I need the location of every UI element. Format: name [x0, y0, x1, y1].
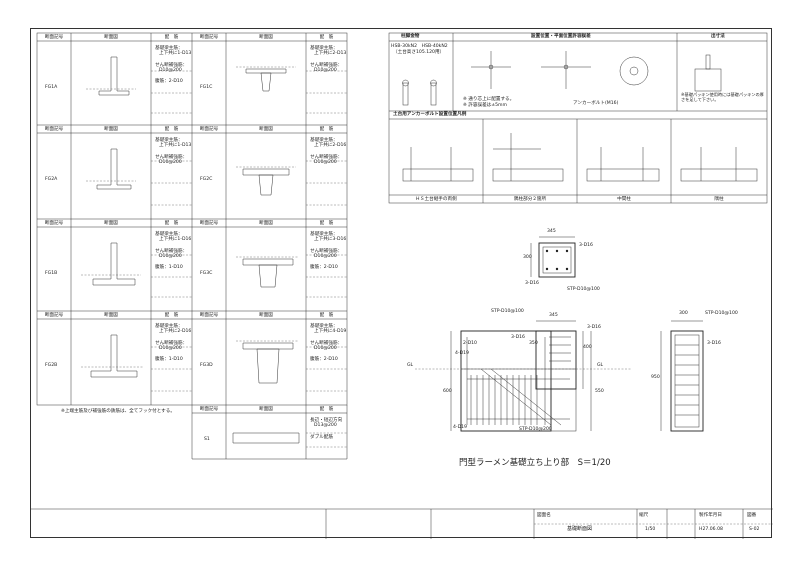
title-block-grid — [31, 508, 773, 539]
label-stp-d200: STP-D10@200 — [519, 427, 552, 432]
tolerance-note-1: ※ 通り芯上に配置する。 — [463, 97, 515, 102]
scale-value: 1/50 — [645, 527, 656, 532]
header-section-view-3: 断面図 — [104, 127, 118, 132]
rebar-fg1c: 基礎梁主筋： 上下共に2-D13 せん断補強筋： D10@200 — [310, 46, 347, 73]
hardware-spec: HSB-30kN2 HSB-40kN2 — [391, 44, 448, 49]
header-rebar-2: 配 筋 — [319, 35, 334, 40]
header-rebar-8: 配 筋 — [319, 313, 334, 318]
header-section-no-4: 断面記号 — [199, 127, 219, 132]
header-rebar-6: 配 筋 — [319, 221, 334, 226]
header-section-view: 断面図 — [104, 35, 118, 40]
label-d350: 350 — [529, 341, 538, 346]
tolerance-note-2: ※ 許容誤差は±5mm — [463, 103, 508, 108]
header-section-no-8: 断面記号 — [199, 313, 219, 318]
drawing-sheet: 断面記号 断面図 配 筋 断面記号 断面図 配 筋 断面記号 断面図 配 筋 断… — [30, 28, 773, 539]
sheet-label: 図番 — [747, 513, 757, 518]
col-tolerance: 設置位置・平面位置許容誤差 — [531, 34, 591, 39]
section-id-fg3d: FG3D — [200, 363, 213, 368]
section-id-fg2a: FG2A — [45, 177, 58, 182]
rebar-fg1a: 基礎梁主筋： 上下共に1-D13 せん断補強筋： D10@200 腹筋：2-D1… — [155, 46, 192, 85]
header-section-view-6: 断面図 — [259, 221, 273, 226]
header-section-no-3: 断面記号 — [44, 127, 64, 132]
label-gl-left: GL — [407, 363, 414, 368]
date-value: H27.06.08 — [699, 527, 723, 532]
label-d550: 550 — [595, 389, 604, 394]
label-bar-right-2: 3-D16 — [707, 341, 721, 346]
frame-foundation-drawing — [415, 236, 704, 432]
header-section-no-5: 断面記号 — [44, 221, 64, 226]
header-section-view-s1: 断面図 — [259, 407, 273, 412]
rebar-fg2a: 基礎梁主筋： 上下共に1-D13 せん断補強筋： D10@200 — [155, 138, 192, 165]
header-rebar-4: 配 筋 — [319, 127, 334, 132]
label-4-d19-bot: 4-D19 — [453, 425, 467, 430]
label-2-d10: 2-D10 — [463, 341, 477, 346]
header-rebar-5: 配 筋 — [164, 221, 179, 226]
label-d400: 400 — [583, 345, 592, 350]
col-dimension: 出寸法 — [711, 34, 725, 39]
rebar-fg3d: 基礎梁主筋： 上下共に4-D19 せん断補強筋： D10@200 腹筋：2-D1… — [310, 324, 347, 363]
header-section-no-s1: 断面記号 — [199, 407, 219, 412]
label-4-d19-top: 4-D19 — [455, 351, 469, 356]
sheet-value: S-02 — [749, 527, 760, 532]
case-label-3: 中間柱 — [617, 197, 631, 202]
anchor-section-title: 土台用アンカーボルト設置位置凡例 — [393, 112, 467, 117]
rebar-fg2c: 基礎梁主筋： 上下共に2-D16 せん断補強筋： D10@200 — [310, 138, 347, 165]
section-id-s1: S1 — [204, 437, 210, 442]
label-d950: 950 — [651, 375, 660, 380]
label-bar-right: 3-D16 — [587, 325, 601, 330]
label-w300: 300 — [679, 311, 688, 316]
drawing-name-label: 図面名 — [537, 513, 551, 518]
label-bot-bar: 3-D16 — [525, 281, 539, 286]
right-panel-grid — [388, 32, 768, 204]
anchor-label: アンカーボルト(M16) — [573, 101, 619, 106]
col-hardware: 柱脚金物 — [401, 34, 420, 39]
section-id-fg1b: FG1B — [45, 271, 58, 276]
drawing-title: 門型ラーメン基礎立ち上り部 S＝1/20 — [459, 458, 611, 468]
label-d300: 300 — [523, 255, 532, 260]
section-id-fg1a: FG1A — [45, 85, 58, 90]
rebar-fg1b: 基礎梁主筋： 上下共に1-D16 せん断補強筋： D10@200 腹筋：1-D1… — [155, 232, 192, 271]
header-section-view-5: 断面図 — [104, 221, 118, 226]
case-label-2: 隅柱部分２箇所 — [513, 197, 547, 202]
hardware-spec-2: （土台高さ105.120用） — [393, 50, 445, 55]
case-label-4: 隅柱 — [714, 197, 724, 202]
header-section-view-2: 断面図 — [259, 35, 273, 40]
case-label-1: ＨＳ土台継手の両側 — [415, 197, 457, 202]
header-section-no: 断面記号 — [44, 35, 64, 40]
section-id-fg2c: FG2C — [200, 177, 213, 182]
hook-note: ※上端主筋及び補強筋の鉄筋は、全てフック付とする。 — [61, 409, 175, 414]
header-rebar-3: 配 筋 — [164, 127, 179, 132]
label-top-bar: 3-D16 — [579, 243, 593, 248]
section-id-fg3c: FG3C — [200, 271, 213, 276]
left-table-grid — [36, 32, 348, 460]
section-id-fg1c: FG1C — [200, 85, 213, 90]
header-rebar: 配 筋 — [164, 35, 179, 40]
label-gl-mid: GL — [597, 363, 604, 368]
header-rebar-s1: 配 筋 — [319, 407, 334, 412]
label-w345-top: 345 — [547, 229, 556, 234]
label-stp-top: STP-D10@100 — [567, 287, 600, 292]
label-stp-main: STP-D10@100 — [491, 309, 524, 314]
label-stp-right: STP-D10@100 — [705, 311, 738, 316]
label-d600: 600 — [443, 389, 452, 394]
section-id-fg2b: FG2B — [45, 363, 58, 368]
header-section-view-4: 断面図 — [259, 127, 273, 132]
header-section-no-2: 断面記号 — [199, 35, 219, 40]
header-section-view-8: 断面図 — [259, 313, 273, 318]
drawing-name: 基礎断面図 — [567, 526, 593, 532]
dimension-note: ※基礎パッキン使用時には基礎パッキンの厚さを足して下さい。 — [681, 92, 764, 102]
label-bar-mid: 3-D16 — [511, 335, 525, 340]
rebar-s1: 長辺・短辺方向 D13@200 ダブル配筋 — [310, 418, 343, 440]
rebar-fg3c: 基礎梁主筋： 上下共に3-D16 せん断補強筋： D10@200 腹筋：2-D1… — [310, 232, 347, 271]
rebar-fg2b: 基礎梁主筋： 上下共に2-D16 せん断補強筋： D10@200 腹筋：1-D1… — [155, 324, 192, 363]
scale-label: 縮尺 — [639, 513, 649, 518]
header-rebar-7: 配 筋 — [164, 313, 179, 318]
date-label: 製作年月日 — [699, 513, 722, 518]
header-section-no-7: 断面記号 — [44, 313, 64, 318]
header-section-view-7: 断面図 — [104, 313, 118, 318]
label-w345-main: 345 — [549, 313, 558, 318]
header-section-no-6: 断面記号 — [199, 221, 219, 226]
